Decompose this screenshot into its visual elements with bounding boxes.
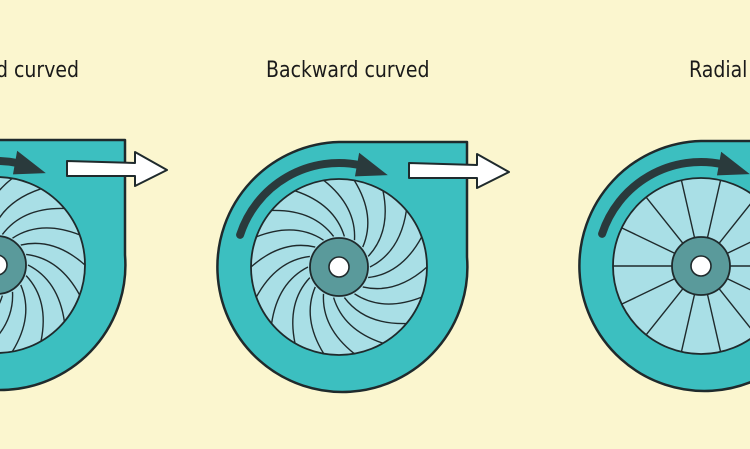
impeller bbox=[0, 176, 86, 354]
impeller-blade bbox=[270, 266, 309, 324]
impeller-blade bbox=[309, 286, 325, 355]
rotation-arrowhead-icon bbox=[354, 152, 388, 177]
impeller-blade bbox=[354, 293, 422, 305]
impeller-blade bbox=[256, 229, 324, 241]
impeller-blade bbox=[0, 291, 14, 335]
rotation-arrowhead-icon bbox=[12, 150, 46, 175]
impeller-blade bbox=[706, 180, 722, 238]
impeller-blade bbox=[292, 277, 311, 344]
impeller-blade bbox=[294, 190, 346, 237]
impeller-blade bbox=[271, 209, 335, 237]
fan-radial bbox=[578, 139, 750, 393]
impeller-blade bbox=[0, 177, 13, 191]
impeller-blade bbox=[680, 294, 696, 352]
fan-forward-curved bbox=[0, 138, 168, 392]
rotation-arrow-icon bbox=[598, 158, 727, 238]
impeller-blade bbox=[726, 241, 750, 255]
shaft-hole bbox=[690, 255, 712, 277]
rotation-arrowhead-icon bbox=[716, 151, 750, 176]
impeller-blade bbox=[680, 180, 696, 238]
impeller-blade bbox=[343, 297, 407, 325]
rotation-arrow-icon bbox=[236, 159, 365, 239]
impeller-blade bbox=[322, 293, 355, 355]
fan-backward-curved bbox=[216, 140, 510, 394]
impeller-blade bbox=[11, 284, 27, 353]
impeller-blade bbox=[20, 242, 86, 266]
impeller-blade bbox=[0, 295, 4, 304]
impeller-blade bbox=[250, 244, 316, 268]
impeller-blade bbox=[332, 297, 384, 344]
shaft-hole bbox=[328, 256, 350, 278]
impeller-blade bbox=[255, 255, 310, 298]
impeller-blade bbox=[726, 277, 750, 291]
impeller-blade bbox=[1, 207, 65, 235]
impeller-blade bbox=[369, 210, 408, 268]
impeller-blade bbox=[27, 264, 66, 322]
impeller-blade bbox=[645, 196, 684, 244]
impeller-blade bbox=[706, 294, 722, 352]
impeller-blade bbox=[362, 266, 428, 290]
impeller-blade bbox=[12, 227, 80, 239]
panel-label-backward-curved: Backward curved bbox=[266, 58, 430, 83]
panel-label-radial: Radial bbox=[689, 58, 748, 83]
impeller-blade bbox=[26, 253, 81, 296]
impeller-blade bbox=[353, 179, 369, 248]
impeller-blade bbox=[0, 188, 42, 219]
impeller-blade bbox=[323, 179, 356, 241]
outlet-flow-arrow-icon bbox=[66, 151, 168, 187]
impeller-blade bbox=[621, 277, 676, 305]
impeller-blade bbox=[367, 190, 386, 257]
impeller-blade bbox=[368, 236, 423, 279]
panel-label-forward-curved: d curved bbox=[0, 58, 80, 83]
outlet-flow-arrow-icon bbox=[408, 153, 510, 189]
impeller-blade bbox=[621, 227, 676, 255]
impeller-blade bbox=[25, 275, 44, 342]
impeller-blade bbox=[645, 288, 684, 336]
shaft-hole bbox=[0, 254, 8, 276]
hub bbox=[0, 235, 27, 295]
